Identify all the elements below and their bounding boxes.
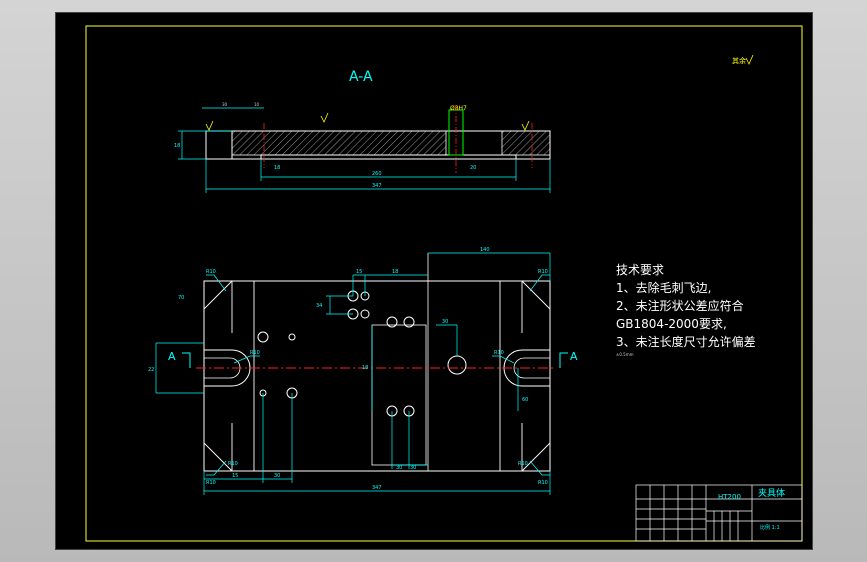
- section-hatch-left: [231, 130, 447, 156]
- part-code: HT200: [718, 493, 741, 501]
- section-marker-left: A: [168, 350, 176, 363]
- dim-plan-30d: 30: [410, 465, 416, 471]
- dim-plan-15b: 15: [232, 473, 238, 479]
- dim-plan-18: 18: [392, 269, 398, 275]
- dim-plan-60: 60: [522, 397, 528, 403]
- plan-recess: [371, 324, 427, 466]
- dim-section-30: 30: [222, 102, 228, 107]
- dim-section-20: 20: [470, 165, 476, 171]
- section-marker-right: A: [570, 350, 578, 363]
- tech-item-4: 3、未注长度尺寸允许偏差: [616, 335, 756, 349]
- plan-holes: [257, 290, 467, 417]
- plan-outline: [203, 280, 551, 472]
- dim-plan-30b: 30: [274, 473, 280, 479]
- dim-plan-r10-e: R10: [250, 350, 260, 356]
- drawing-canvas: A-A 其余 Ø8H7: [85, 25, 803, 542]
- dim-plan-r10-d: R10: [538, 480, 548, 486]
- scale-label: 比例 1:1: [760, 524, 780, 531]
- dim-plan-30: 30: [442, 319, 448, 325]
- dim-plan-347: 347: [372, 485, 382, 491]
- section-step-left: [205, 130, 233, 160]
- dim-plan-70: 70: [178, 295, 184, 301]
- tech-requirements: 技术要求 1、去除毛刺飞边, 2、未注形状公差应符合 GB1804-2000要求…: [616, 261, 756, 359]
- dim-plan-22: 22: [148, 367, 154, 373]
- plan-dims: [155, 252, 551, 495]
- section-view: Ø8H7 30 10: [174, 102, 551, 193]
- roughness-icon: [320, 112, 329, 123]
- section-recess: [260, 154, 517, 159]
- dim-plan-15: 15: [356, 269, 362, 275]
- dim-plan-34: 34: [316, 303, 322, 309]
- tech-item-1: 1、去除毛刺飞边,: [616, 281, 712, 295]
- title-block: [635, 484, 803, 542]
- section-dims: [178, 107, 551, 193]
- dim-section-260: 260: [372, 171, 382, 177]
- dim-section-18b: 18: [274, 165, 280, 171]
- inner-frame: [85, 25, 803, 542]
- plan-view: A A: [148, 247, 578, 495]
- dim-plan-30c: 30: [396, 465, 402, 471]
- u-slot-right-inner: [513, 357, 550, 379]
- roughness-icon: [205, 120, 214, 131]
- tech-item-2: 2、未注形状公差应符合: [616, 299, 744, 313]
- dim-plan-140: 140: [480, 247, 490, 253]
- dim-plan-r10-h: R10: [518, 461, 528, 467]
- dim-section-347: 347: [372, 183, 382, 189]
- roughness-icon: [745, 54, 754, 65]
- plan-corner-features: [203, 280, 551, 472]
- section-hatch-right: [501, 130, 551, 156]
- tech-small-note: ±0.5mm: [616, 352, 634, 357]
- tech-item-3: GB1804-2000要求,: [616, 317, 727, 331]
- pin-tol-label: Ø8H7: [450, 105, 467, 112]
- dim-plan-r10-g: R10: [228, 461, 238, 467]
- dim-plan-r10-b: R10: [538, 269, 548, 275]
- dim-plan-r10-a: R10: [206, 269, 216, 275]
- plan-leaders: [206, 274, 550, 476]
- section-title: A-A: [349, 69, 373, 85]
- cut-arrow-right: [559, 352, 568, 368]
- cut-arrow-left: [182, 352, 191, 368]
- drawing-sheet: A-A 其余 Ø8H7: [55, 12, 813, 550]
- dim-plan-r10-c: R10: [206, 480, 216, 486]
- dim-plan-r10-f: R10: [494, 350, 504, 356]
- tech-title: 技术要求: [616, 263, 665, 277]
- dim-plan-18b: 18: [362, 365, 368, 371]
- roughness-note: 其余: [732, 56, 746, 65]
- roughness-icon: [521, 120, 530, 131]
- dim-section-18: 18: [174, 143, 180, 149]
- part-name: 夹具体: [758, 487, 785, 499]
- dim-section-10: 10: [254, 102, 260, 107]
